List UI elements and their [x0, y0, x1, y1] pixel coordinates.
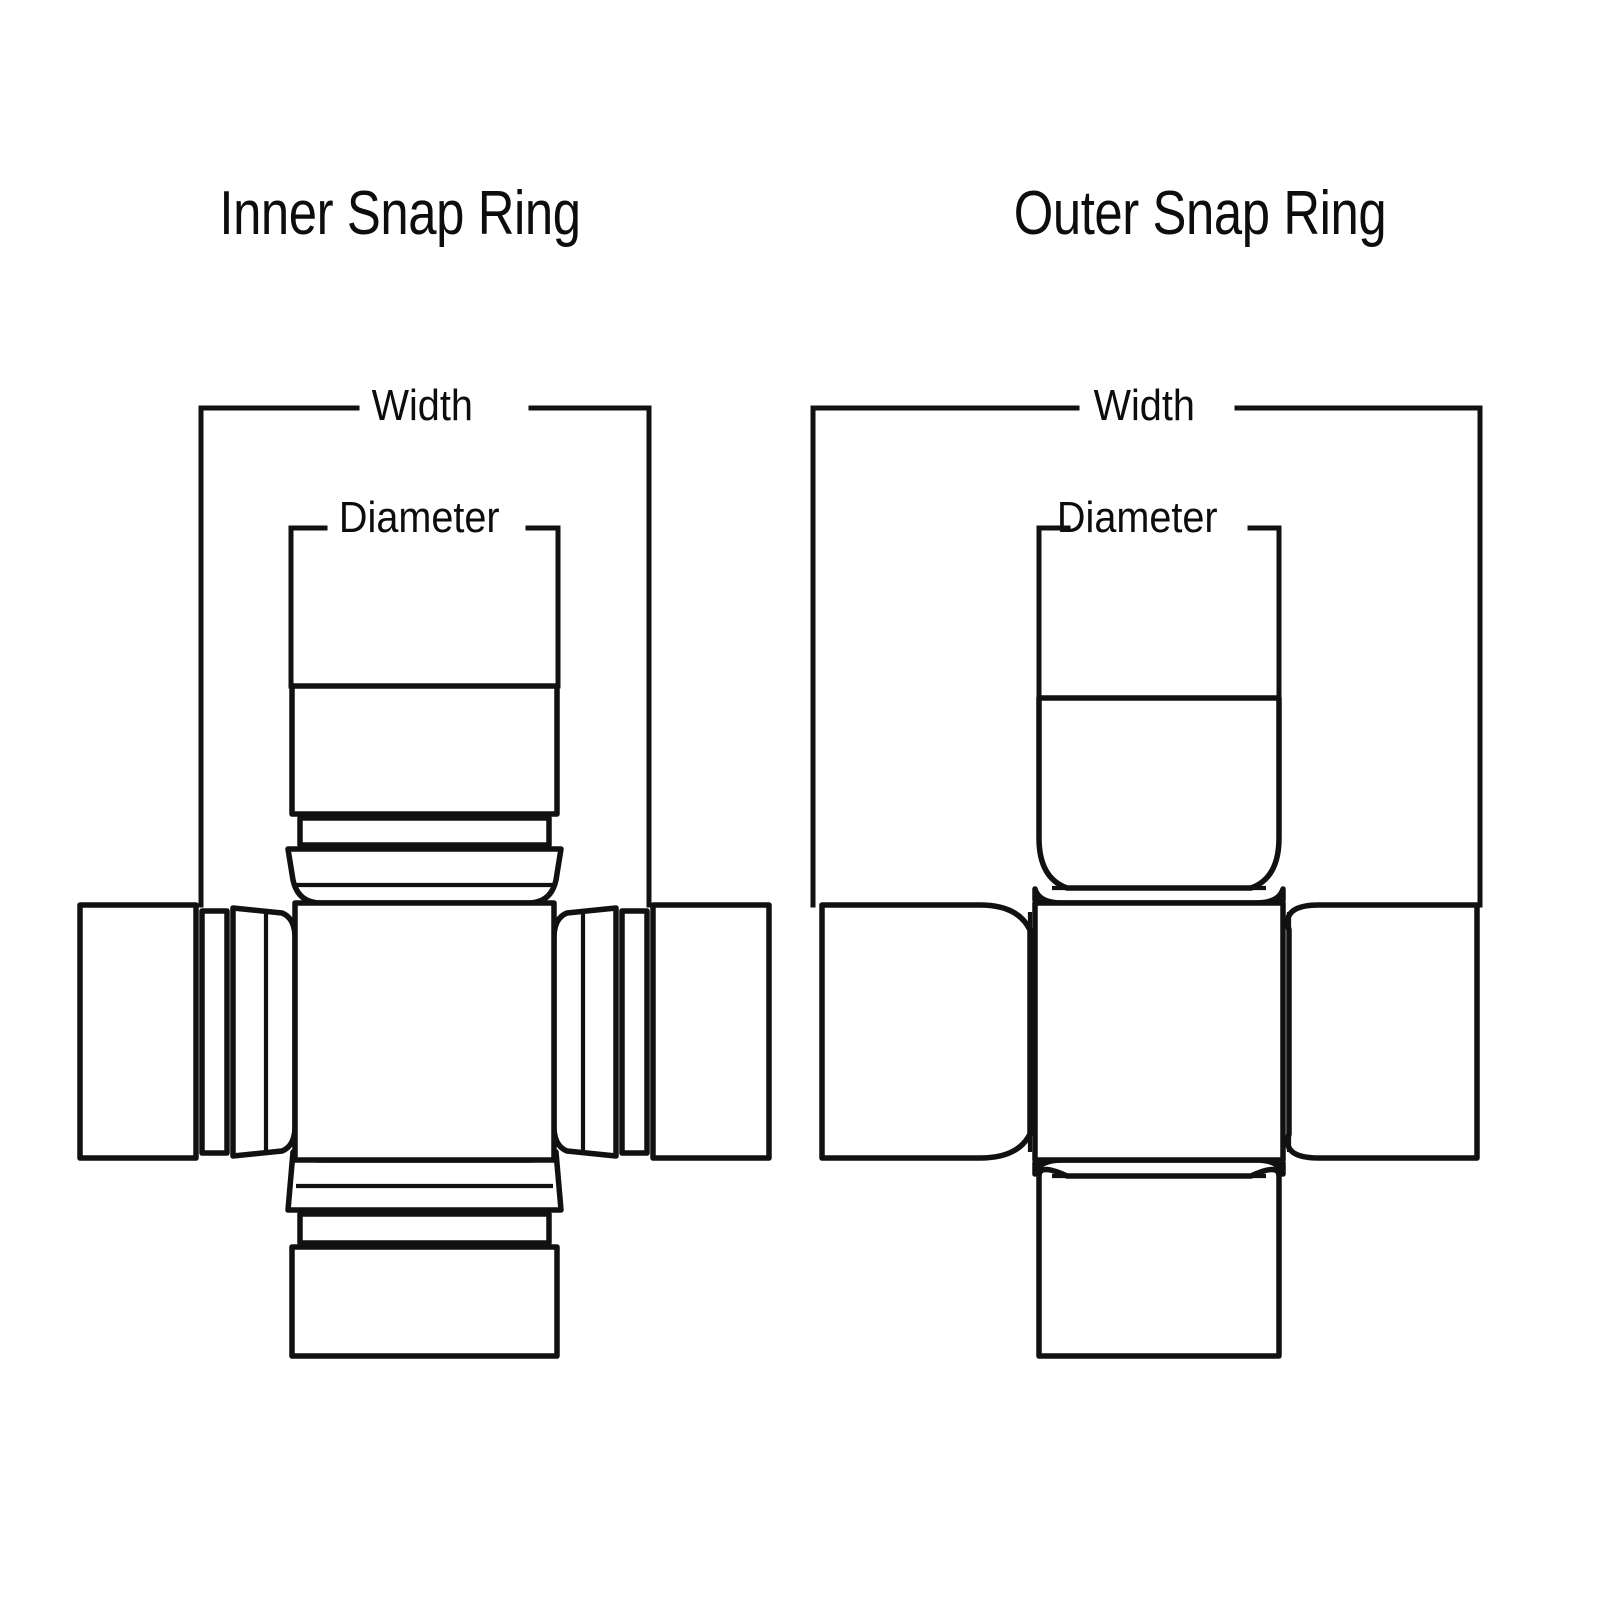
bearing-cap-left-inner — [77, 902, 298, 1161]
width-dimension-line-outer — [810, 405, 1483, 908]
diameter-dimension-label-inner: Diameter — [338, 493, 500, 542]
bearing-cap-right-inner — [551, 902, 772, 1161]
diameter-dimension-line-inner — [288, 525, 561, 689]
diameter-dimension-line-outer — [1036, 525, 1282, 701]
diameter-dimension-label-outer: Diameter — [1056, 493, 1218, 542]
width-dimension-label-inner: Width — [371, 381, 473, 430]
cross-body-outer — [1032, 900, 1286, 1163]
bearing-cap-top-outer — [1032, 695, 1286, 908]
width-dimension-line-inner — [198, 405, 652, 908]
panel-title-outer: Outer Snap Ring — [1013, 179, 1387, 248]
panel-inner-snap-ring: Inner Snap Ring Width Diameter — [77, 179, 772, 1359]
u-joint-drawing-inner — [77, 405, 772, 1359]
panel-outer-snap-ring: Outer Snap Ring Width Diameter — [800, 0, 1600, 1600]
bearing-cap-right-outer — [1284, 902, 1480, 1161]
bearing-cap-top-inner — [285, 683, 564, 906]
bearing-cap-bottom-inner — [285, 1149, 564, 1359]
bearing-cap-bottom-outer — [1032, 1157, 1286, 1359]
panel-title-inner: Inner Snap Ring — [219, 179, 581, 248]
cross-body-inner — [292, 900, 557, 1163]
width-dimension-label-outer: Width — [1093, 381, 1195, 430]
bearing-cap-left-outer — [819, 902, 1033, 1161]
u-joint-drawing-outer — [810, 405, 1483, 1359]
